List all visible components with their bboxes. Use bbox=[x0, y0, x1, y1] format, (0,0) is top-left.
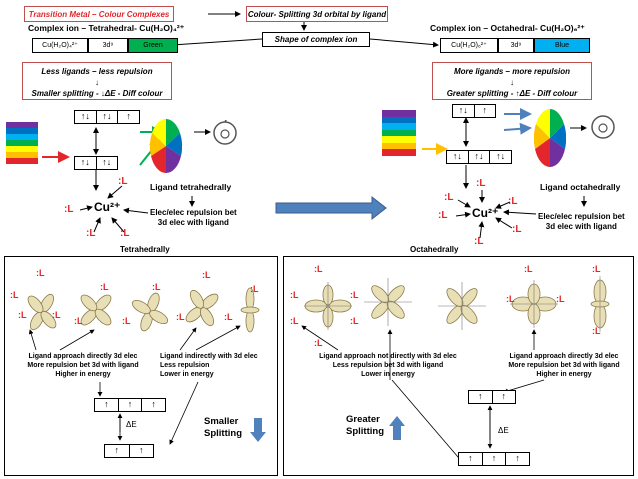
tetra-lower-orbitals: ↑↓↑↓ bbox=[74, 156, 118, 170]
op-lig-10: :L bbox=[592, 264, 601, 274]
octa-ligand-label: Ligand octahedrally bbox=[540, 182, 621, 192]
page-title: Transition Metal – Colour Complexes bbox=[28, 10, 170, 19]
tetra-ligand-top: :L bbox=[118, 176, 128, 187]
tetra-note-line2: Smaller splitting - ↓ΔE - Diff colour bbox=[31, 89, 163, 98]
tetra-note-arrow: ↓ bbox=[95, 78, 99, 87]
tp-lig-2: :L bbox=[10, 290, 19, 300]
octa-note-line1: More ligands – more repulsion bbox=[453, 67, 571, 76]
tetra-indirect-note: Ligand indirectly with 3d elec Less repu… bbox=[160, 353, 258, 378]
tetra-upper-orbitals: ↑↓↑↓↑ bbox=[74, 110, 140, 124]
tp-lig-8: :L bbox=[152, 282, 161, 292]
tetra-repulsion-note: Elec/elec repulsion bet 3d elec with lig… bbox=[150, 208, 237, 227]
tetra-eye-icon bbox=[213, 120, 237, 145]
tp-lig-11: :L bbox=[224, 312, 233, 322]
octa-spectrum bbox=[382, 110, 416, 156]
octa-note: More ligands – more repulsion ↓ Greater … bbox=[432, 62, 592, 100]
tetra-panel-upper-orbitals: ↑↑↑ bbox=[94, 398, 166, 412]
octa-eye-icon bbox=[591, 115, 615, 139]
octa-heading: Complex ion – Octahedral- Cu(H₂O)₆²⁺ bbox=[430, 23, 585, 33]
tetra-ligand-left: :L bbox=[64, 204, 74, 215]
octa-colour-wheel bbox=[534, 109, 566, 168]
splitting-box: Colour- Splitting 3d orbital by ligand bbox=[246, 6, 388, 22]
octa-shape-name: Octahedrally bbox=[410, 245, 459, 254]
tetra-panel bbox=[4, 256, 278, 476]
octa-ligand-br: :L bbox=[512, 224, 522, 235]
octa-splitting-label: Greater Splitting bbox=[346, 414, 384, 437]
tetra-delta-e: ΔE bbox=[126, 420, 137, 429]
op-lig-7: :L bbox=[524, 264, 533, 274]
tetra-colour-cell: Green bbox=[128, 38, 178, 53]
op-lig-6: :L bbox=[314, 338, 323, 348]
octa-config-cell: 3d⁹ bbox=[498, 38, 534, 53]
tetra-ligand-label: Ligand tetrahedrally bbox=[150, 182, 232, 192]
octa-ligand-left: :L bbox=[438, 210, 448, 221]
tetra-ligand-bl: :L bbox=[86, 228, 96, 239]
octa-formula-cell: Cu(H₂O)₆²⁺ bbox=[440, 38, 498, 53]
tetra-colour-wheel bbox=[150, 119, 182, 174]
tp-lig-10: :L bbox=[176, 312, 185, 322]
octa-panel-upper-orbitals: ↑↑ bbox=[468, 390, 516, 404]
op-lig-4: :L bbox=[290, 316, 299, 326]
tp-lig-1: :L bbox=[36, 268, 45, 278]
tetra-direct-note: Ligand approach directly 3d elec More re… bbox=[27, 353, 139, 378]
octa-ligand-top: :L bbox=[476, 178, 486, 189]
tp-lig-4: :L bbox=[52, 310, 61, 320]
tetra-note-line1: Less ligands – less repulsion bbox=[41, 67, 153, 76]
tp-lig-7: :L bbox=[122, 316, 131, 326]
op-lig-9: :L bbox=[556, 294, 565, 304]
octa-ligand-tr: :L bbox=[508, 196, 518, 207]
op-lig-11: :L bbox=[592, 326, 601, 336]
shape-label: Shape of complex ion bbox=[274, 35, 358, 44]
tetra-cu-ion: Cu²⁺ bbox=[94, 200, 121, 214]
splitting-label: Colour- Splitting 3d orbital by ligand bbox=[247, 10, 387, 19]
op-lig-1: :L bbox=[314, 264, 323, 274]
op-lig-3: :L bbox=[350, 290, 359, 300]
shape-box: Shape of complex ion bbox=[262, 32, 370, 47]
octa-delta-e: ΔE bbox=[498, 426, 509, 435]
octa-panel-lower-orbitals: ↑↑↑ bbox=[458, 452, 530, 466]
tetra-heading: Complex ion – Tetrahedral- Cu(H₂O)₄²⁺ bbox=[28, 23, 185, 33]
tetra-ligand-br: :L bbox=[120, 228, 130, 239]
octa-upper-orbitals: ↑↓↑ bbox=[452, 104, 496, 118]
octa-repulsion-note: Elec/elec repulsion bet 3d elec with lig… bbox=[538, 212, 625, 231]
octa-lower-orbitals: ↑↓↑↓↑↓ bbox=[446, 150, 512, 164]
octa-panel bbox=[283, 256, 634, 476]
octa-cu-ion: Cu²⁺ bbox=[472, 206, 499, 220]
tetra-spectrum bbox=[6, 122, 38, 164]
tp-lig-5: :L bbox=[100, 282, 109, 292]
tp-lig-12: :L bbox=[250, 284, 259, 294]
tp-lig-3: :L bbox=[18, 310, 27, 320]
octa-colour-cell: Blue bbox=[534, 38, 590, 53]
octa-direct-note: Ligand approach directly 3d elec More re… bbox=[508, 353, 620, 378]
tetra-note: Less ligands – less repulsion ↓ Smaller … bbox=[22, 62, 172, 100]
octa-ligand-tl: :L bbox=[444, 192, 454, 203]
op-lig-2: :L bbox=[290, 290, 299, 300]
tetra-splitting-label: Smaller Splitting bbox=[204, 416, 242, 439]
octa-ligand-bottom: :L bbox=[474, 236, 484, 247]
tp-lig-9: :L bbox=[202, 270, 211, 280]
octa-note-line2: Greater splitting - ↑ΔE - Diff colour bbox=[446, 89, 578, 98]
tetra-panel-lower-orbitals: ↑↑ bbox=[104, 444, 154, 458]
octa-note-arrow: ↓ bbox=[510, 78, 514, 87]
title-box: Transition Metal – Colour Complexes bbox=[24, 6, 174, 22]
op-lig-8: :L bbox=[506, 294, 515, 304]
op-lig-5: :L bbox=[350, 316, 359, 326]
tetra-shape-name: Tetrahedrally bbox=[120, 245, 170, 254]
tetra-formula-cell: Cu(H₂O)₄²⁺ bbox=[32, 38, 88, 53]
tp-lig-6: :L bbox=[74, 316, 83, 326]
octa-indirect-note: Ligand approach not directly with 3d ele… bbox=[319, 353, 457, 378]
tetra-config-cell: 3d⁹ bbox=[88, 38, 128, 53]
